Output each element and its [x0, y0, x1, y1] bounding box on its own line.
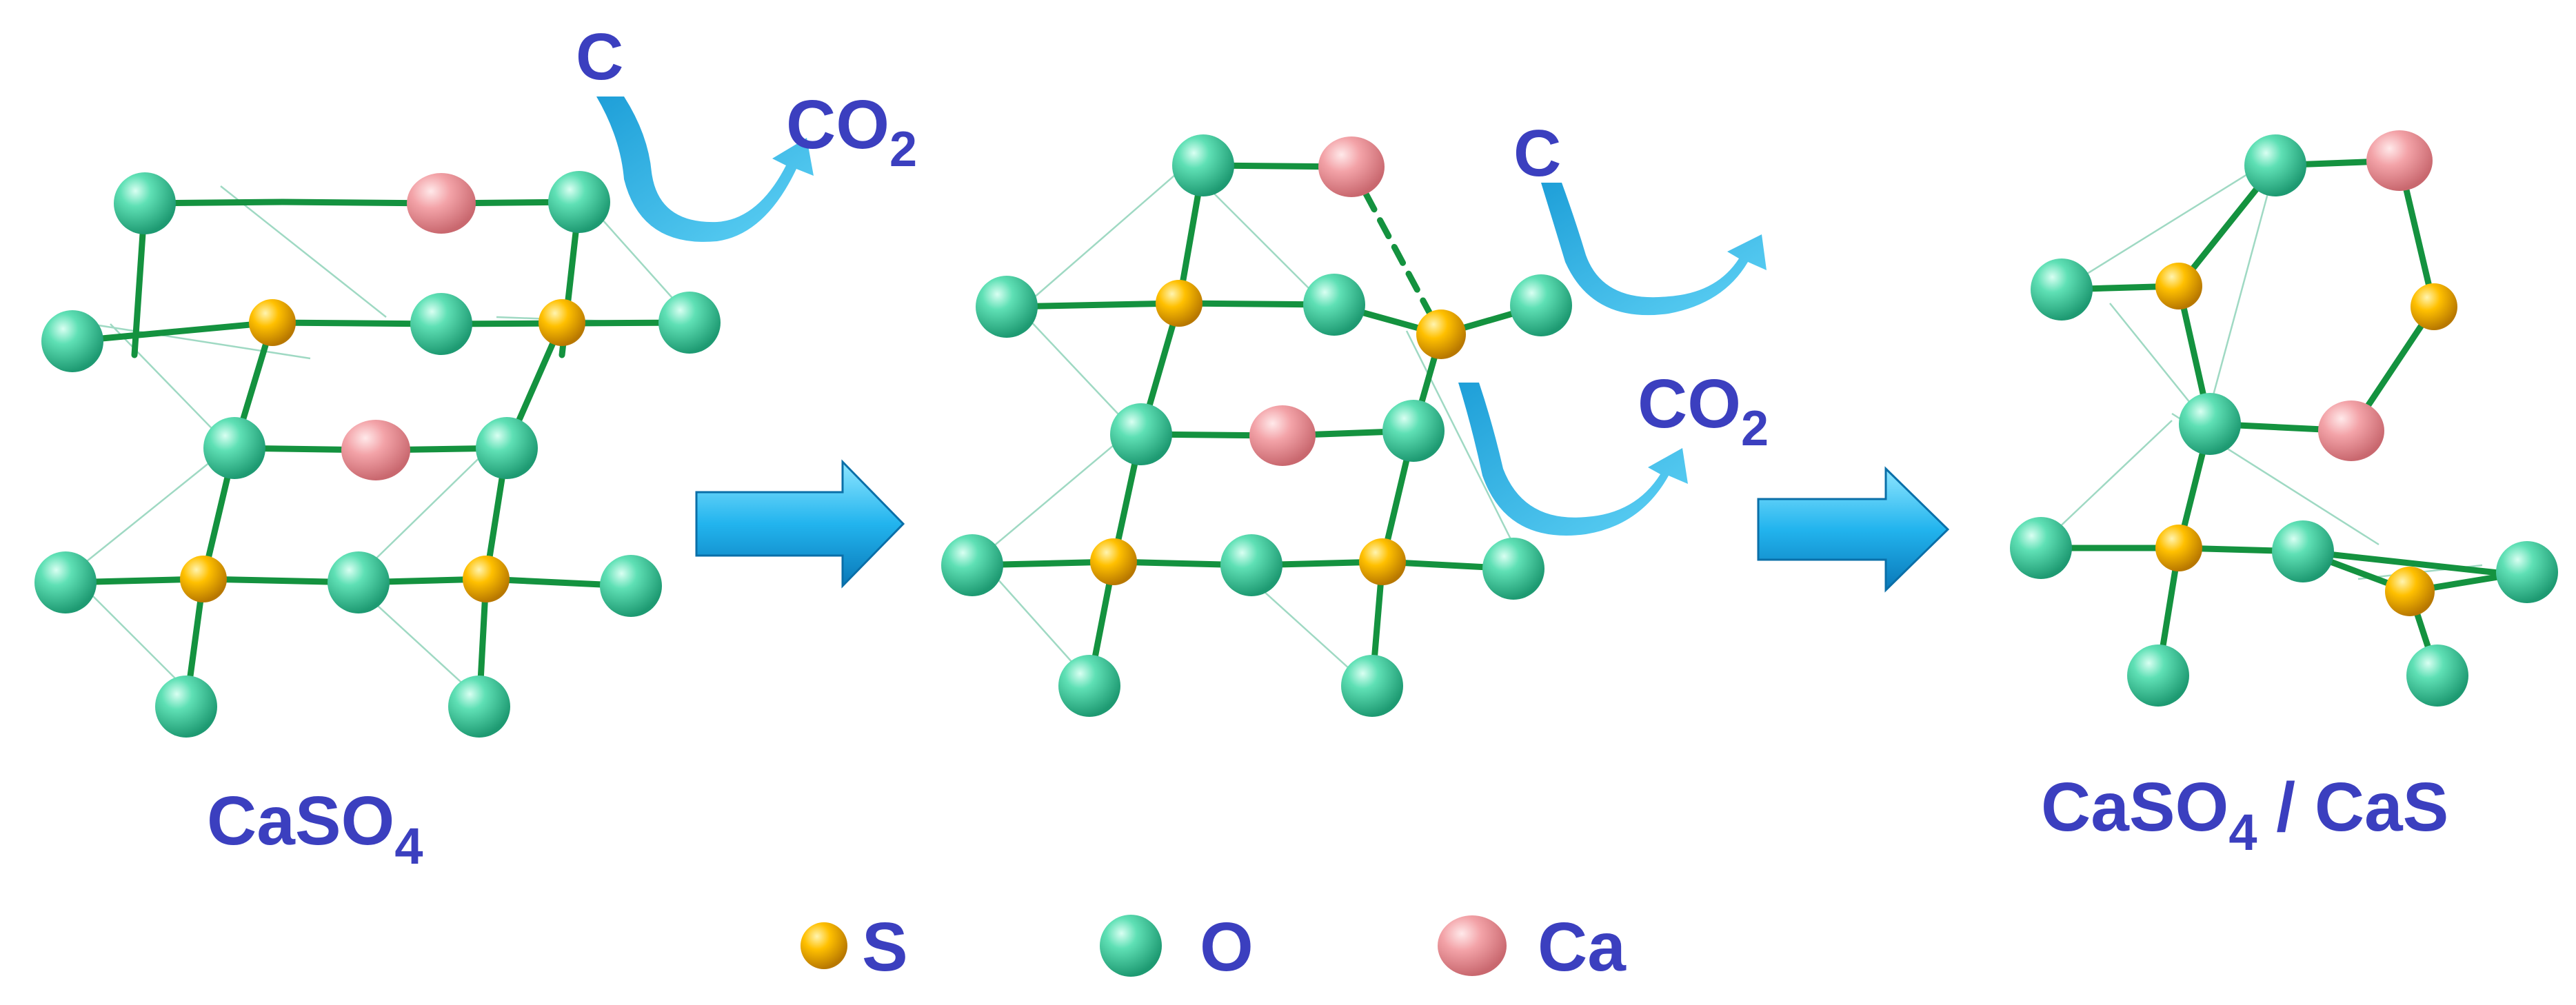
legend-item-oxygen: O [1100, 908, 1254, 986]
oxygen-atom [114, 172, 176, 234]
oxygen-atom [1482, 538, 1544, 600]
structure-caso4 [34, 171, 721, 738]
sulfur-atom [539, 299, 585, 346]
carbon-label-2: C [1513, 116, 1561, 190]
legend-label-oxygen: O [1200, 908, 1254, 986]
oxygen-atom [1510, 274, 1572, 336]
calcium-atom [2318, 400, 2384, 461]
oxygen-atom [328, 551, 390, 613]
sulfur-atom [1359, 538, 1406, 585]
structure-1-atoms [34, 171, 721, 738]
product-label: CaSO4 / CaS [2041, 769, 2448, 861]
oxygen-atom [2496, 541, 2558, 603]
structure-intermediate [941, 134, 1572, 717]
sulfur-atom [2385, 567, 2435, 616]
sulfur-atom [1416, 309, 1466, 359]
sulfur-atom [1156, 280, 1203, 327]
structure-3-atoms [2010, 130, 2558, 707]
oxygen-atom [976, 276, 1038, 338]
oxygen-atom [658, 292, 721, 354]
carbon-reaction-curve-2 [1541, 183, 1767, 316]
oxygen-atom [2010, 517, 2072, 579]
calcium-swatch [1438, 915, 1507, 976]
oxygen-atom [410, 293, 472, 355]
calcium-atom [341, 420, 410, 480]
reactant-label: CaSO4 [207, 782, 423, 875]
legend: S O Ca [801, 908, 1627, 986]
sulfur-atom [1090, 538, 1137, 585]
reaction-arrow-2 [1757, 466, 1950, 593]
oxygen-atom [2272, 520, 2334, 582]
oxygen-atom [155, 676, 217, 738]
oxygen-atom [34, 551, 97, 613]
oxygen-atom [1172, 134, 1234, 196]
oxygen-atom [1303, 274, 1365, 336]
oxygen-atom [448, 676, 510, 738]
legend-label-calcium: Ca [1538, 908, 1627, 986]
oxygen-atom [1058, 655, 1120, 717]
reaction-arrow-1 [695, 459, 905, 589]
oxygen-atom [2127, 644, 2189, 707]
oxygen-atom [203, 417, 265, 479]
calcium-atom [1249, 405, 1316, 466]
oxygen-atom [2031, 258, 2093, 321]
oxygen-atom [1382, 400, 1445, 462]
sulfur-atom [463, 556, 510, 602]
sulfur-swatch [801, 922, 847, 969]
carbon-reaction-curve-1 [596, 97, 814, 242]
oxygen-atom [476, 417, 538, 479]
oxygen-atom [548, 171, 610, 233]
structure-caso4-cas [2010, 130, 2558, 707]
oxygen-swatch [1100, 915, 1162, 977]
legend-item-sulfur: S [801, 908, 908, 986]
carbon-reaction-curve-3 [1458, 383, 1688, 536]
oxygen-atom [941, 534, 1003, 596]
calcium-atom [1318, 136, 1385, 197]
legend-item-calcium: Ca [1438, 908, 1627, 986]
sulfur-atom [2155, 263, 2202, 309]
oxygen-atom [2179, 393, 2241, 455]
oxygen-atom [1110, 403, 1172, 465]
oxygen-atom [41, 310, 103, 372]
carbon-label-1: C [576, 20, 623, 94]
legend-label-sulfur: S [862, 908, 908, 986]
oxygen-atom [2406, 644, 2468, 707]
calcium-atom [407, 173, 476, 234]
oxygen-atom [2244, 134, 2306, 196]
structure-2-atoms [941, 134, 1572, 717]
structure-3-bonds [2037, 157, 2530, 679]
sulfur-atom [2155, 525, 2202, 571]
sulfur-atom [2411, 283, 2457, 330]
co2-label-2: CO2 [1638, 365, 1769, 456]
sulfur-atom [180, 556, 227, 602]
oxygen-atom [600, 555, 662, 617]
calcium-atom [2366, 130, 2433, 191]
oxygen-atom [1220, 534, 1282, 596]
sulfur-atom [249, 299, 296, 346]
co2-label-1: CO2 [786, 86, 917, 177]
oxygen-atom [1341, 655, 1403, 717]
